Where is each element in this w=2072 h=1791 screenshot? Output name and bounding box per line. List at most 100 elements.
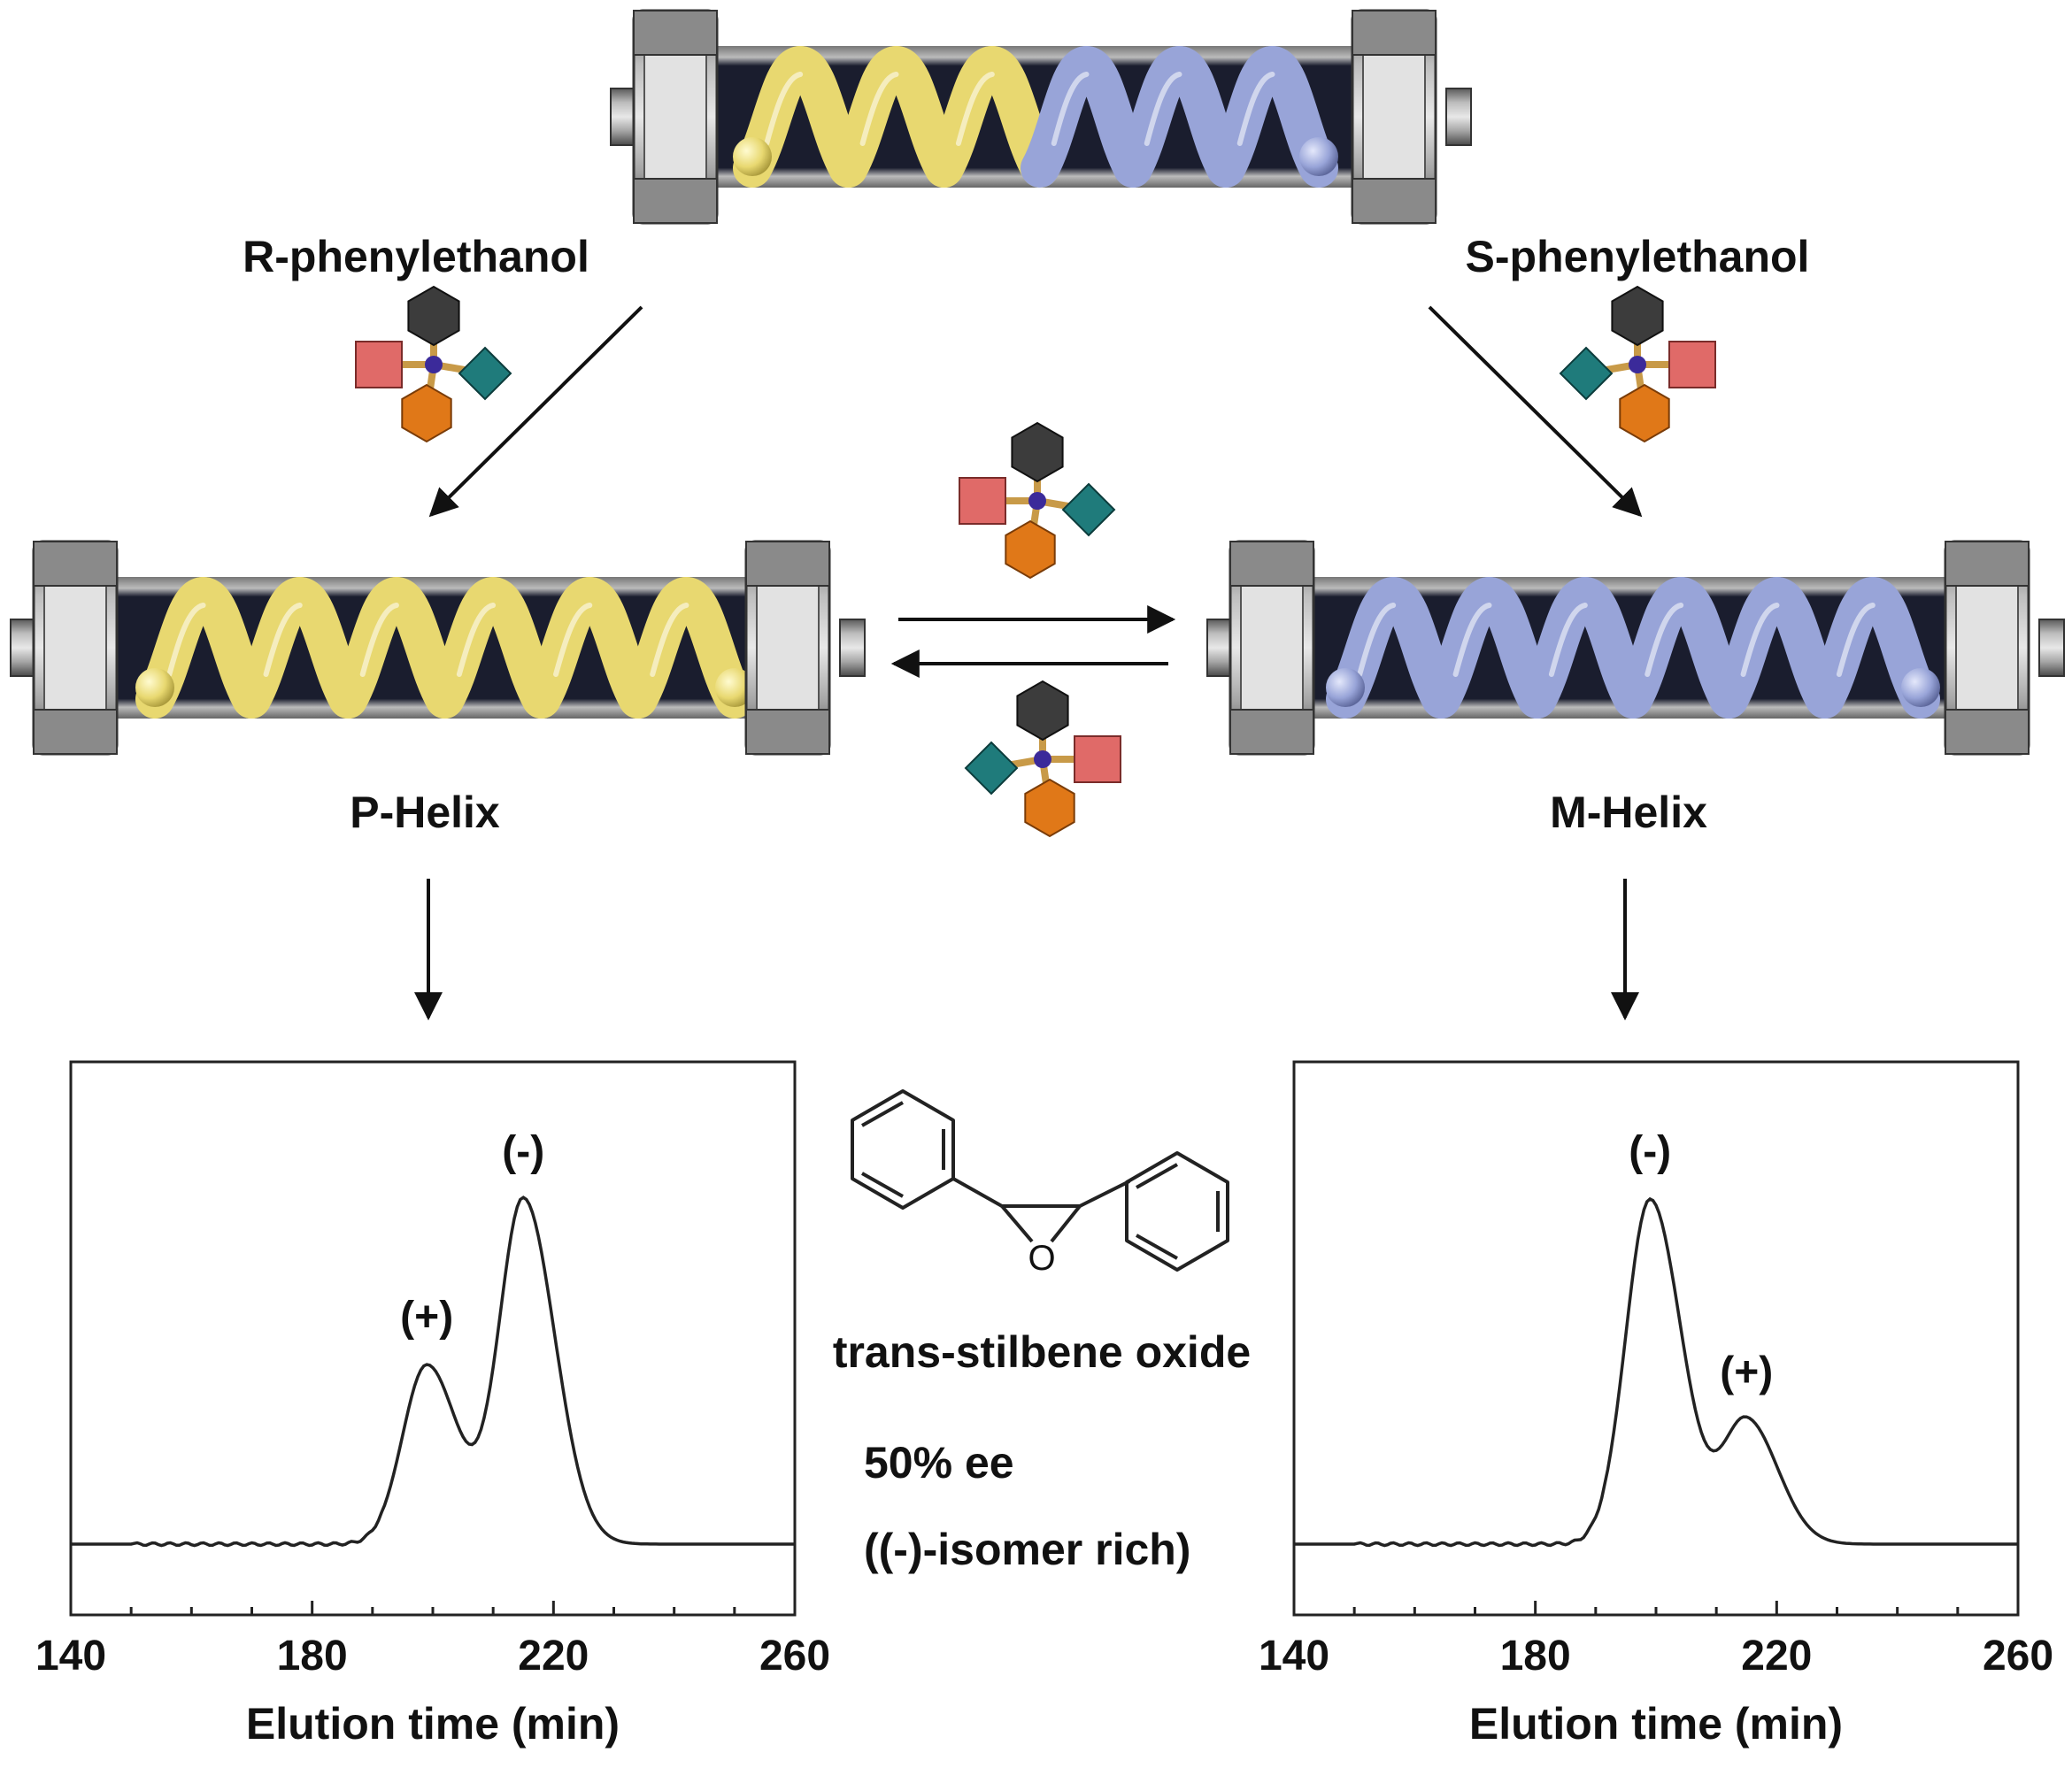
orange-polyhedron [1619, 383, 1670, 443]
x-axis-title: Elution time (min) [1469, 1699, 1843, 1749]
column-fitting-nut [1945, 709, 2030, 755]
red-cube [1668, 341, 1716, 388]
chromatogram-trace [1294, 1196, 2018, 1548]
orange-polyhedron [401, 383, 452, 443]
column-nozzle [1206, 619, 1233, 677]
helix-highlight [764, 72, 804, 146]
column-fitting-nut [745, 709, 830, 755]
peak-label: (-) [1629, 1128, 1671, 1175]
column-nozzle [2038, 619, 2065, 677]
top-column-mixed-helix [610, 9, 1472, 225]
column-fitting-face [643, 54, 707, 180]
helix-highlight [166, 603, 206, 677]
x-tick-label: 220 [1741, 1633, 1812, 1680]
column-fitting-nut [1945, 541, 2030, 587]
chiral-center-atom [1034, 750, 1051, 768]
peak-label: (-) [502, 1128, 544, 1175]
x-tick-label: 260 [1983, 1633, 2053, 1680]
bond-c1-o [1000, 1204, 1034, 1243]
column-fitting-face [1240, 585, 1304, 711]
helix-highlight [263, 603, 303, 677]
helix-highlight [553, 603, 593, 677]
column-fitting-face [756, 585, 820, 711]
x-tick-label: 180 [277, 1633, 348, 1680]
column-fitting-face [1955, 585, 2019, 711]
black-polyhedron [1611, 285, 1664, 347]
black-polyhedron [1016, 680, 1069, 742]
arrow-top-to-m-helix [1428, 305, 1643, 518]
helix-end-cap [1901, 668, 1940, 707]
orange-polyhedron [1024, 778, 1075, 838]
s-enantiomer-model [964, 680, 1121, 838]
m-helix-label: M-Helix [1550, 788, 1707, 837]
column-fitting-nut [33, 541, 118, 587]
helix-end-cap [135, 668, 174, 707]
chiral-center-atom [1028, 492, 1046, 510]
helix-highlight [650, 603, 689, 677]
x-tick-label: 220 [518, 1633, 589, 1680]
epoxide-oxygen-label: O [1028, 1239, 1055, 1278]
teal-octahedron [458, 346, 512, 401]
column-nozzle [839, 619, 866, 677]
helix-highlight [1548, 603, 1588, 677]
isomer-rich-label: ((-)-isomer rich) [864, 1525, 1190, 1574]
black-polyhedron [1011, 421, 1064, 483]
x-tick-label: 140 [35, 1633, 106, 1680]
teal-octahedron [1061, 482, 1116, 537]
right-phenyl-ring [1125, 1151, 1229, 1272]
column-fitting-nut [1352, 178, 1437, 224]
helix-highlight [1357, 603, 1397, 677]
x-axis-title: Elution time (min) [246, 1699, 620, 1749]
red-cube [355, 341, 403, 388]
helix-highlight [1836, 603, 1876, 677]
peak-label: (+) [1720, 1349, 1773, 1396]
orange-polyhedron [1005, 519, 1056, 580]
helix-highlight [1740, 603, 1780, 677]
s-phenylethanol-model [1559, 285, 1716, 443]
helix-highlight [955, 72, 995, 146]
helix-highlight [1051, 72, 1090, 146]
column-fitting-nut [1229, 541, 1314, 587]
helix-highlight [1236, 72, 1275, 146]
helix-end-cap [733, 137, 772, 176]
column-fitting-nut [1229, 709, 1314, 755]
column-fitting-nut [633, 10, 718, 56]
helix-highlight [456, 603, 497, 677]
ee-label: 50% ee [864, 1438, 1014, 1487]
r-phenylethanol-label: R-phenylethanol [243, 232, 589, 281]
peak-label: (+) [400, 1294, 453, 1341]
chromatogram-trace [71, 1195, 795, 1548]
bond-c2-phenyl [1079, 1180, 1130, 1208]
helix-end-cap [1299, 137, 1338, 176]
p-helix-label: P-Helix [350, 788, 500, 837]
x-tick-label: 140 [1259, 1633, 1329, 1680]
arrow-top-to-p-helix [428, 305, 643, 518]
x-tick-label: 260 [759, 1633, 830, 1680]
r-phenylethanol-model [355, 285, 512, 443]
bond-c2-o [1050, 1204, 1082, 1243]
column-fitting-nut [33, 709, 118, 755]
column-fitting-nut [633, 178, 718, 224]
helix-highlight [1452, 603, 1492, 677]
column-nozzle [610, 88, 636, 146]
bond-phenyl-c1 [952, 1177, 1003, 1208]
red-cube [1074, 735, 1121, 783]
column-fitting-nut [1352, 10, 1437, 56]
x-tick-label: 180 [1500, 1633, 1571, 1680]
compound-label: trans-stilbene oxide [833, 1327, 1251, 1377]
helix-end-cap [715, 668, 754, 707]
trans-stilbene-oxide-structure [851, 1089, 1229, 1272]
teal-octahedron [964, 741, 1019, 796]
left-phenyl-ring [851, 1089, 955, 1210]
helix-end-cap [1326, 668, 1365, 707]
chiral-center-atom [425, 356, 443, 373]
chiral-center-atom [1629, 356, 1646, 373]
s-phenylethanol-label: S-phenylethanol [1466, 232, 1810, 281]
helix-highlight [1645, 603, 1684, 677]
r-enantiomer-model [959, 421, 1116, 580]
red-cube [959, 477, 1006, 525]
column-fitting-face [43, 585, 107, 711]
helix-highlight [859, 72, 899, 146]
